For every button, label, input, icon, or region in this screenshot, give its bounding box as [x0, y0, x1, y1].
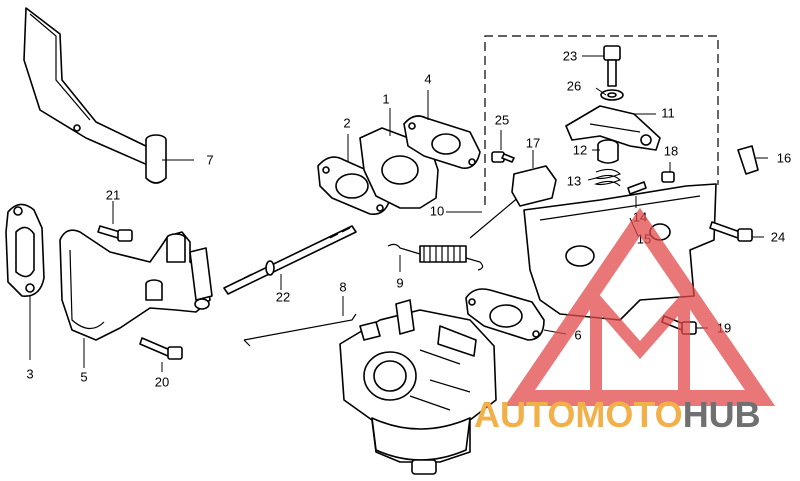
part-11-arm	[565, 105, 661, 151]
part-4-gasket	[403, 115, 481, 169]
part-17-block	[511, 150, 557, 207]
part-24-bolt	[709, 221, 764, 242]
part-25-screw	[491, 130, 515, 163]
label-22: 22	[276, 289, 290, 304]
label-10: 10	[430, 203, 444, 218]
watermark-auto: AUTO	[474, 394, 575, 435]
label-16: 16	[777, 150, 791, 165]
part-5-manifold	[59, 229, 213, 341]
label-25: 25	[495, 112, 509, 127]
label-8: 8	[339, 279, 346, 294]
label-4: 4	[424, 71, 431, 86]
part-12-collar	[597, 139, 619, 164]
label-26: 26	[567, 78, 581, 93]
label-20: 20	[155, 374, 169, 389]
label-13: 13	[567, 173, 581, 188]
label-17: 17	[526, 135, 540, 150]
part-9-spring	[387, 243, 484, 272]
label-21: 21	[106, 187, 120, 202]
carburetor-body	[339, 299, 497, 475]
part-20-bolt	[139, 337, 183, 372]
label-3: 3	[26, 366, 33, 381]
label-18: 18	[664, 143, 678, 158]
part-14-screw	[627, 181, 647, 208]
label-11: 11	[661, 105, 675, 120]
part-18-nut	[661, 162, 675, 183]
part-13-spring	[593, 168, 622, 187]
label-12: 12	[573, 142, 587, 157]
part-3-gasket	[5, 203, 45, 297]
part-7-lever	[23, 7, 167, 184]
watermark-text: AUTOMOTOHUB	[474, 394, 761, 435]
part-21-bolt	[97, 201, 133, 242]
label-23: 23	[563, 48, 577, 63]
part-22-stud	[223, 225, 357, 295]
watermark-moto: MOTO	[575, 394, 682, 435]
watermark-hub: HUB	[683, 394, 761, 435]
watermark-logo	[504, 207, 776, 406]
part-26-washer	[600, 89, 624, 101]
part-2-gasket	[317, 156, 391, 215]
label-2: 2	[343, 115, 350, 130]
label-9: 9	[396, 275, 403, 290]
label-24: 24	[771, 229, 785, 244]
part-8-rod	[243, 296, 357, 347]
part-23-bolt	[603, 45, 621, 87]
part-16-clip	[737, 145, 768, 175]
label-7: 7	[206, 152, 213, 167]
label-5: 5	[80, 369, 87, 384]
label-6: 6	[574, 327, 581, 342]
part-6-gasket	[465, 288, 545, 341]
label-1: 1	[382, 91, 389, 106]
assembly-bracket-outline	[484, 35, 719, 205]
